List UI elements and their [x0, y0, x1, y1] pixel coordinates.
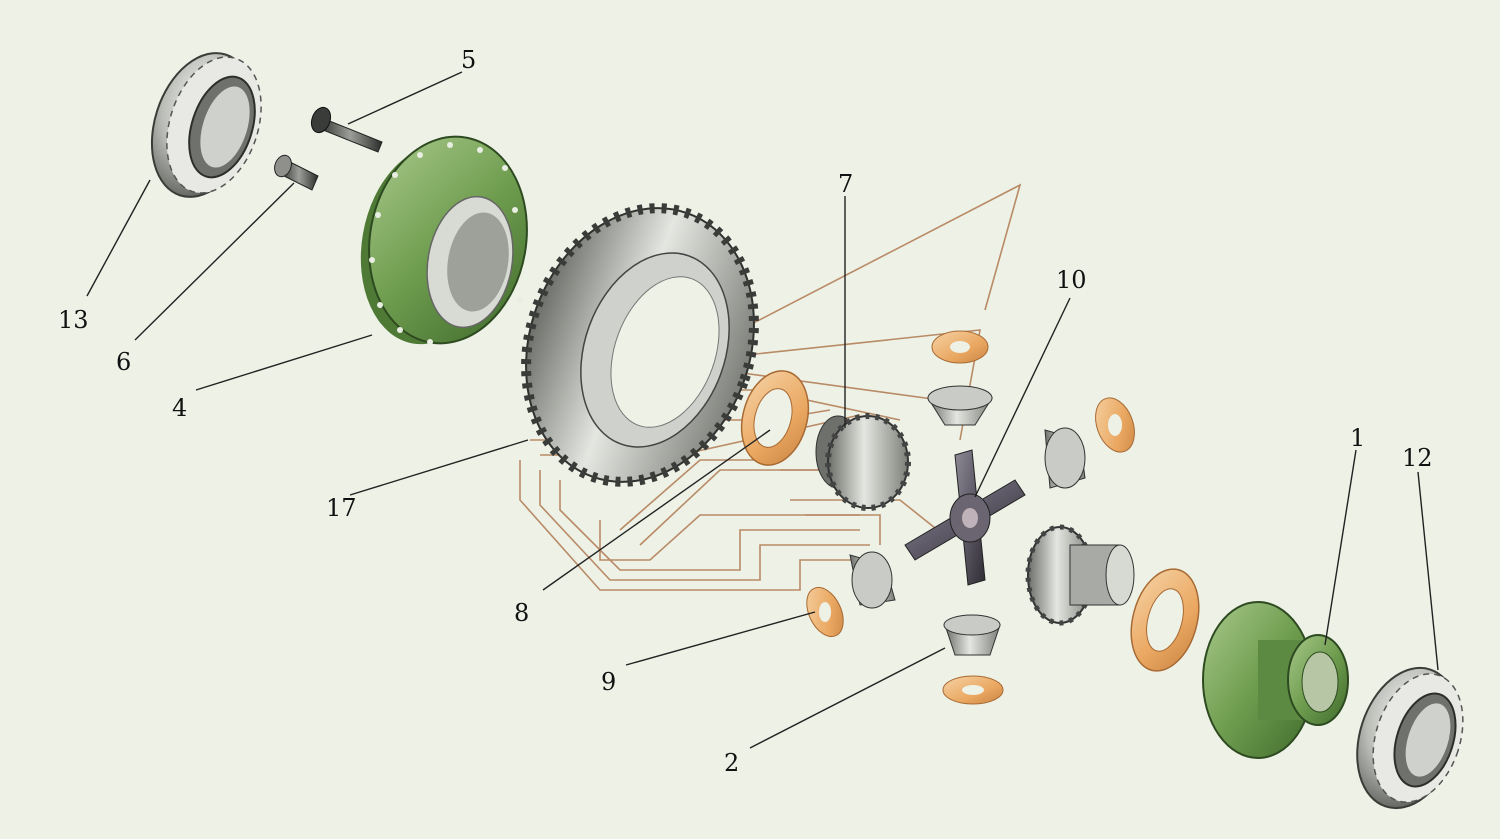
ring-gear [521, 203, 759, 487]
callout-7: 7 [838, 170, 853, 198]
right-bearing [1356, 666, 1464, 810]
callout-8: 8 [514, 599, 529, 627]
callout-13: 13 [58, 306, 89, 334]
callout-9: 9 [601, 668, 616, 696]
callout-labels: 13 6 5 4 17 7 8 10 9 2 1 12 [58, 46, 1433, 777]
long-bolt [310, 106, 383, 153]
side-gear-left [815, 413, 911, 511]
left-bearing [150, 52, 262, 198]
differential-case-flange [360, 135, 528, 345]
pinion-washer-bottom [942, 675, 1004, 705]
pinion-washer-top [931, 330, 989, 364]
callout-6: 6 [116, 348, 131, 376]
callout-4: 4 [172, 394, 187, 422]
pinion-washer-lower-left [806, 586, 844, 638]
callout-17: 17 [326, 494, 357, 522]
leader-lines [86, 71, 1439, 749]
pinion-gear-top [927, 385, 993, 426]
side-gear-right [1025, 524, 1135, 626]
differential-spider-cross [904, 449, 1026, 586]
callout-2: 2 [724, 749, 739, 777]
short-bolt [274, 154, 319, 191]
callout-5: 5 [461, 46, 476, 74]
pinion-gear-lower-left [849, 551, 896, 609]
pinion-washer-right [1095, 397, 1135, 453]
thrust-washer-left [740, 370, 810, 466]
differential-case-right [1202, 601, 1349, 759]
pinion-gear-right [1044, 427, 1086, 489]
thrust-washer-right [1130, 568, 1200, 672]
pinion-gear-bottom [943, 614, 1001, 656]
callout-10: 10 [1056, 266, 1087, 294]
callout-1: 1 [1350, 424, 1365, 452]
callout-12: 12 [1402, 444, 1433, 472]
